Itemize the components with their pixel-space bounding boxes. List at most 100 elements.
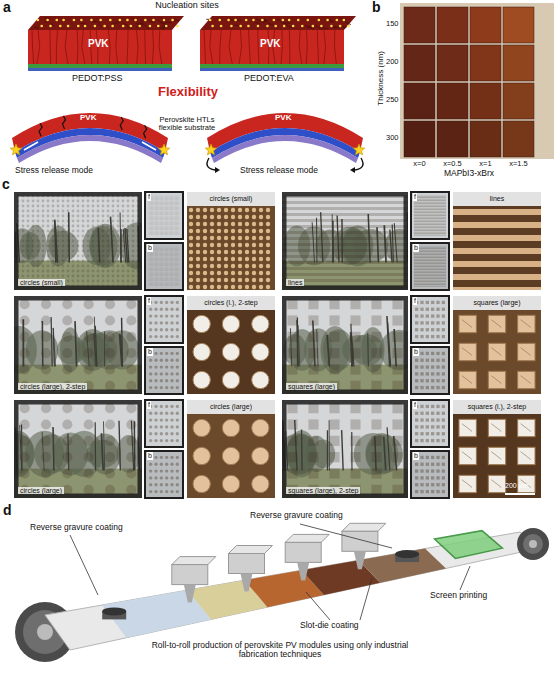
perovskite-slab bbox=[305, 25, 312, 27]
sample-thumbnail bbox=[174, 265, 176, 267]
sample-thumbnail bbox=[178, 204, 180, 206]
sample-thumbnail bbox=[163, 220, 165, 222]
sample-thumbnail bbox=[163, 275, 165, 277]
sample-thumbnail bbox=[414, 258, 446, 260]
sample-thumbnail bbox=[158, 201, 160, 203]
sample-thumbnail bbox=[164, 270, 166, 272]
sample-thumbnail bbox=[164, 234, 166, 236]
sample-thumbnail bbox=[158, 210, 160, 212]
sample-thumbnail bbox=[169, 262, 171, 264]
sample-thumbnail bbox=[171, 225, 173, 227]
sample-thumbnail bbox=[171, 228, 173, 230]
sample-thumbnail bbox=[169, 272, 171, 274]
sample-thumbnail bbox=[168, 267, 170, 269]
sample-thumbnail bbox=[149, 203, 151, 205]
sample-thumbnail bbox=[164, 219, 166, 221]
sample-thumbnail bbox=[164, 199, 166, 201]
sample-thumbnail bbox=[177, 206, 179, 208]
sample-thumbnail bbox=[161, 218, 163, 220]
sample-thumbnail bbox=[148, 271, 150, 273]
film-sample bbox=[404, 83, 435, 119]
perovskite-slab bbox=[321, 27, 328, 29]
sample-thumbnail bbox=[171, 200, 173, 202]
sample-thumbnail bbox=[173, 196, 175, 198]
sample-thumbnail bbox=[414, 263, 446, 265]
sample-thumbnail bbox=[168, 203, 170, 205]
sample-thumbnail bbox=[157, 231, 159, 233]
sample-thumbnail bbox=[153, 203, 155, 205]
sample-thumbnail bbox=[168, 252, 170, 254]
sample-thumbnail bbox=[148, 275, 150, 277]
sample-thumbnail bbox=[157, 276, 159, 278]
sample-thumbnail bbox=[156, 230, 158, 232]
sample-thumbnail bbox=[149, 359, 152, 362]
sample-thumbnail bbox=[176, 229, 178, 231]
sample-thumbnail bbox=[176, 200, 178, 202]
sample-thumbnail bbox=[166, 255, 168, 257]
sample-thumbnail bbox=[166, 223, 168, 225]
sample-thumbnail bbox=[158, 279, 160, 281]
sample-thumbnail bbox=[154, 228, 156, 230]
sample-thumbnail bbox=[174, 254, 176, 256]
sample-thumbnail bbox=[176, 254, 178, 256]
sample-thumbnail bbox=[160, 365, 163, 368]
sample-thumbnail bbox=[149, 379, 152, 382]
sample-thumbnail bbox=[172, 204, 174, 206]
sample-thumbnail bbox=[167, 281, 169, 283]
sample-thumbnail bbox=[178, 231, 180, 233]
sample-thumbnail bbox=[167, 225, 169, 227]
sample-thumbnail bbox=[157, 214, 159, 216]
sample-thumbnail bbox=[158, 204, 160, 206]
sample-thumbnail bbox=[149, 214, 151, 216]
sample-thumbnail bbox=[172, 271, 174, 273]
sample-thumbnail bbox=[153, 213, 155, 215]
sample-thumbnail bbox=[177, 223, 179, 225]
sample-thumbnail bbox=[159, 285, 161, 287]
sample-thumbnail bbox=[162, 257, 164, 259]
sample-thumbnail bbox=[442, 335, 445, 338]
sample-thumbnail bbox=[157, 218, 159, 220]
sample-thumbnail bbox=[167, 282, 169, 284]
sample-thumbnail bbox=[174, 266, 176, 268]
sample-thumbnail bbox=[158, 233, 160, 235]
perovskite-slab bbox=[65, 30, 68, 64]
sample-thumbnail bbox=[156, 231, 158, 233]
sample-thumbnail bbox=[158, 259, 160, 261]
sample-thumbnail bbox=[176, 271, 178, 273]
sample-thumbnail bbox=[162, 256, 164, 258]
sample-thumbnail bbox=[177, 205, 179, 207]
sample-thumbnail bbox=[178, 199, 180, 201]
sample-thumbnail bbox=[172, 251, 174, 253]
sample-thumbnail bbox=[172, 200, 174, 202]
sample-thumbnail bbox=[152, 284, 154, 286]
sample-thumbnail bbox=[157, 210, 159, 212]
sample-thumbnail bbox=[148, 221, 150, 223]
sample-thumbnail bbox=[170, 365, 173, 368]
sample-thumbnail bbox=[178, 257, 180, 259]
sample-thumbnail bbox=[170, 321, 173, 324]
sample-thumbnail bbox=[177, 274, 179, 276]
sample-thumbnail bbox=[154, 214, 156, 216]
sample-thumbnail bbox=[164, 266, 166, 268]
sample-thumbnail bbox=[178, 215, 180, 217]
sample-thumbnail bbox=[174, 198, 176, 200]
sample-thumbnail bbox=[167, 264, 169, 266]
sample-thumbnail bbox=[420, 335, 423, 338]
sample-thumbnail bbox=[176, 372, 179, 375]
film-photo-grid bbox=[400, 3, 554, 159]
sample-thumbnail bbox=[163, 280, 165, 282]
sample-thumbnail bbox=[178, 284, 180, 286]
sample-thumbnail bbox=[152, 280, 154, 282]
sample-thumbnail bbox=[156, 249, 158, 251]
sample-thumbnail bbox=[159, 230, 161, 232]
sample-thumbnail bbox=[411, 296, 449, 343]
sample-thumbnail bbox=[148, 214, 150, 216]
sample-thumbnail bbox=[162, 205, 164, 207]
sample-thumbnail bbox=[164, 254, 166, 256]
sample-thumbnail bbox=[168, 223, 170, 225]
sample-thumbnail bbox=[172, 276, 174, 278]
sample-thumbnail bbox=[159, 266, 161, 268]
sample-thumbnail bbox=[420, 314, 423, 317]
sample-thumbnail bbox=[153, 252, 155, 254]
sample-thumbnail bbox=[158, 277, 160, 279]
